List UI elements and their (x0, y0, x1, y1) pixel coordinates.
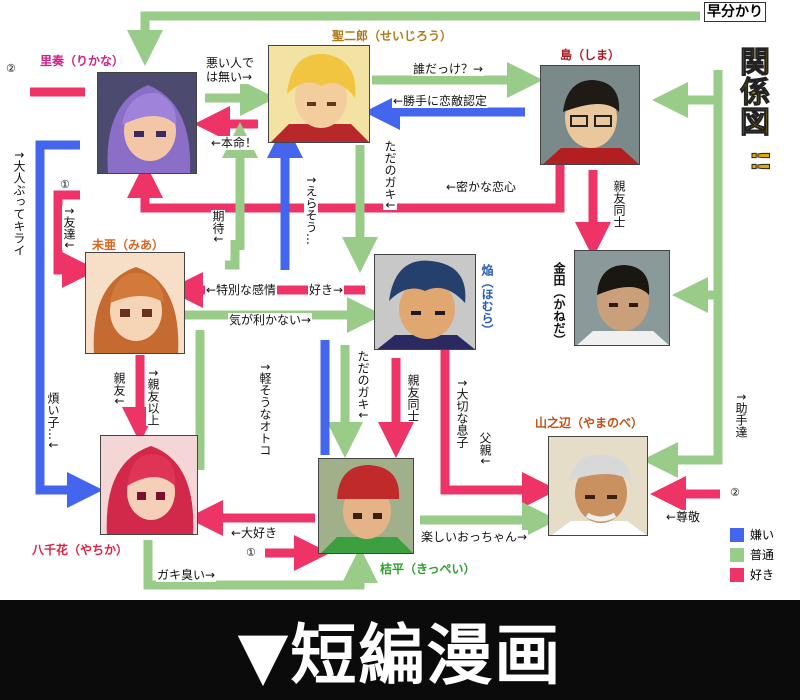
seijiro-name: 聖二郎（せいじろう） (332, 29, 453, 43)
legend-label: 嫌い (750, 528, 775, 542)
label-shinyu-1: 親友同士 (612, 180, 626, 228)
short-manga-banner[interactable]: ▼短編漫画 (0, 600, 800, 700)
label-joshu: ↑助手達 (734, 392, 748, 439)
label-tanoshii: 楽しいおっちゃん→ (420, 530, 529, 544)
label-kitai: 期待↓ (211, 210, 225, 245)
label-honmei: ←本命！ (210, 136, 259, 150)
label-warui-hito: 悪い人で (205, 56, 256, 70)
yamanobe-portrait (548, 436, 648, 536)
rikana-name: 里奏（りかな） (40, 54, 125, 68)
marker-1-kippei: ① (246, 546, 256, 559)
legend-swatch (730, 567, 744, 582)
relationship-lines (30, 11, 723, 590)
label-otona: ↑大人ぶってキライ (12, 150, 26, 257)
yachika-name: 八千花（やちか） (32, 543, 129, 557)
marker-1-mia: ① (60, 178, 70, 191)
seijiro-portrait (268, 45, 370, 143)
legend-item-like: 好き (730, 566, 774, 583)
label-taisetsu: ↑大切な息子 (455, 378, 469, 449)
label-chichioya: 父親↓ (478, 432, 492, 467)
mia-portrait (85, 252, 185, 354)
label-shinyu-ijo: ↑親友以上 (146, 368, 160, 427)
label-sonkei: ←尊敬 (665, 510, 702, 524)
label-shinyu-3: 親友↓ (112, 372, 126, 407)
label-katte: ←勝手に恋敵認定 (392, 94, 489, 108)
mia-name: 未亜（みあ） (92, 238, 165, 252)
label-dare: 誰だっけ？→ (412, 62, 485, 76)
yachika-portrait (100, 435, 198, 535)
legend-swatch (730, 547, 744, 562)
rikana-portrait (97, 72, 197, 174)
label-erasou: ↑えらそう… (304, 175, 318, 246)
marker-2-rikana: ② (6, 62, 16, 75)
label-shinyu-2: 親友同士 (406, 374, 420, 422)
legend: 嫌い 普通 好き (730, 526, 794, 592)
label-suki: 好き→ (308, 283, 345, 297)
legend-item-normal: 普通 (730, 546, 774, 563)
label-tadano-gaki-1: ただのガキ↓ (383, 140, 397, 211)
yamanobe-name: 山之辺（やまのべ） (535, 416, 644, 430)
label-karusou: ↑軽そうなオトコ (258, 362, 272, 457)
short-manga-link[interactable]: ▼短編漫画 (237, 617, 563, 694)
kippei-name: 桔平（きっぺい） (380, 562, 476, 576)
title-mark: !! (746, 150, 775, 173)
shima-name: 島（しま） (560, 48, 621, 62)
marker-2-yamanobe: ② (730, 486, 740, 499)
legend-label: 普通 (750, 548, 775, 562)
title-main: 関係図 (734, 46, 770, 137)
shima-portrait (540, 65, 640, 165)
legend-swatch (730, 527, 744, 542)
kaneda-portrait (574, 250, 670, 346)
label-daisuki: ←大好き (230, 526, 279, 540)
label-tokubetsu: ←特別な感情 (205, 283, 278, 297)
label-himeta: ←密かな恋心 (445, 180, 518, 194)
label-gakikusai: ガキ臭い→ (156, 568, 217, 582)
kaneda-name: 金田（かねだ） (552, 262, 566, 346)
label-kigakikanai: 気が利かない→ (228, 313, 313, 327)
homura-portrait (374, 254, 476, 350)
label-urusai: 煩い子…↓ (46, 392, 60, 451)
label-tadano-gaki-2: ただのガキ↓ (356, 350, 370, 421)
kippei-portrait (318, 458, 414, 554)
label-warui-hito-2: は無い→ (205, 70, 254, 84)
legend-item-dislike: 嫌い (730, 526, 774, 543)
title-top: 早分かり (704, 2, 766, 22)
label-tomodachi: ↑友達↓ (62, 206, 76, 251)
homura-name: 焔（ほむら） (480, 264, 494, 336)
legend-label: 好き (750, 568, 775, 582)
